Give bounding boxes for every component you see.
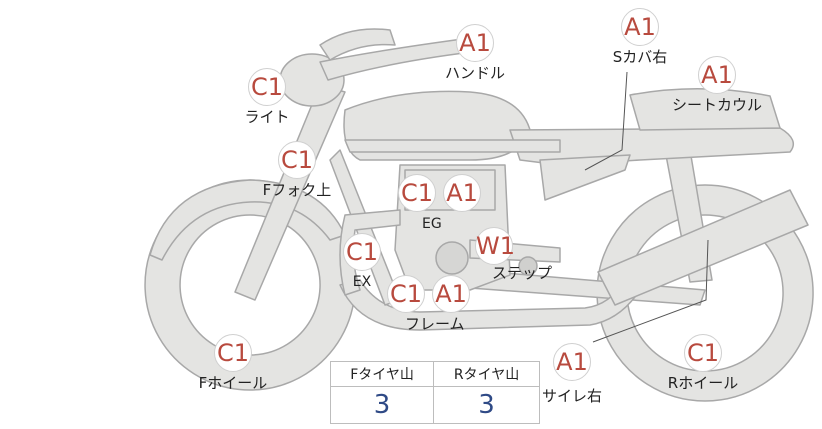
engine-cover-shape — [435, 241, 469, 275]
callout-f-wheel: C1 Fホイール — [173, 334, 293, 392]
part-label: シートカウル — [671, 96, 762, 114]
part-label: ライト — [244, 108, 290, 126]
part-label-step: ステップ — [492, 264, 553, 282]
callout-seat-cowl: A1 シートカウル — [657, 56, 777, 114]
damage-code-badge: W1 — [475, 227, 515, 265]
leader-line-s-cover — [584, 71, 628, 171]
damage-code-badge: A1 — [432, 275, 471, 313]
tread-header-front: Fタイヤ山 — [329, 361, 435, 387]
footpeg-shape — [518, 256, 538, 276]
callout-f-fork-upper: C1 Fフォク上 — [237, 141, 357, 199]
part-label: ハンドル — [444, 64, 505, 82]
damage-code-badge: A1 — [553, 343, 591, 381]
damage-code-badge: C1 — [214, 334, 252, 372]
damage-code-badge: C1 — [684, 334, 722, 372]
part-label: サイレ右 — [541, 387, 602, 405]
damage-code-badge: C1 — [398, 174, 436, 212]
callout-step: W1 — [475, 227, 515, 265]
callout-light: C1 ライト — [207, 68, 327, 126]
damage-code-badge: A1 — [443, 174, 482, 212]
callout-ex: C1 EX — [302, 233, 422, 291]
callout-r-wheel: C1 Rホイール — [643, 334, 763, 392]
part-label-eg: EG — [422, 216, 442, 232]
damage-code-badge: C1 — [387, 275, 425, 313]
side-cover-shape — [539, 154, 631, 201]
exhaust-pipe-shape — [339, 209, 401, 296]
tread-value-rear: 3 — [433, 386, 540, 424]
part-label-frame: フレーム — [405, 315, 465, 333]
damage-code-badge: C1 — [278, 141, 316, 179]
callout-s-cover-right: A1 Sカバ右 — [580, 8, 700, 66]
callout-handle: A1 ハンドル — [415, 24, 535, 82]
damage-code-badge: A1 — [456, 24, 494, 62]
part-label: Sカバ右 — [612, 48, 668, 66]
frame-rail-shape — [344, 139, 561, 153]
callout-frame: C1 A1 — [387, 275, 471, 313]
callout-eg: C1 A1 — [398, 174, 482, 212]
damage-code-badge: A1 — [621, 8, 659, 46]
handlebar-top-shape — [319, 28, 396, 61]
callout-silencer-right: A1 サイレ右 — [512, 343, 632, 405]
part-label: Fホイール — [198, 374, 268, 392]
tread-value-front: 3 — [329, 386, 435, 424]
tread-header-rear: Rタイヤ山 — [433, 361, 540, 387]
part-label: Rホイール — [667, 374, 739, 392]
silencer-shape — [597, 189, 809, 306]
damage-code-badge: C1 — [343, 233, 381, 271]
tire-tread-table: Fタイヤ山 Rタイヤ山 3 3 — [329, 361, 540, 424]
part-label: EX — [352, 274, 372, 290]
part-label: Fフォク上 — [262, 181, 332, 199]
damage-code-badge: A1 — [698, 56, 736, 94]
leader-line-silencer — [592, 239, 709, 343]
damage-code-badge: C1 — [248, 68, 286, 106]
